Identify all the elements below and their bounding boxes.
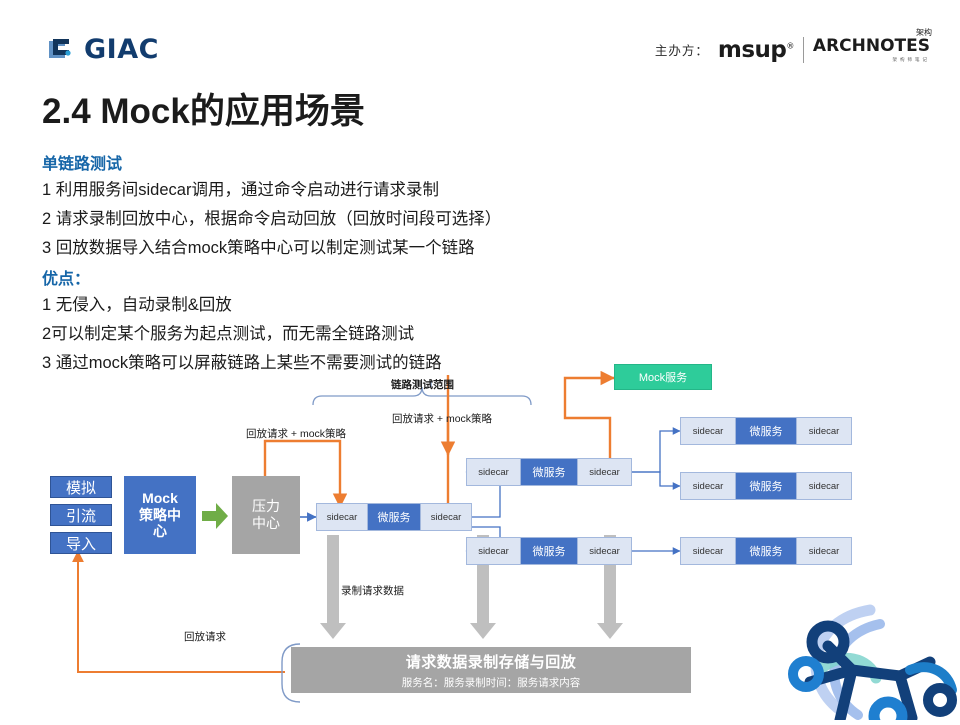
giac-logo: GIAC (44, 32, 159, 66)
sidecar-right: sidecar (797, 538, 851, 564)
label-replay-mock-1: 回放请求 + mock策略 (246, 428, 347, 440)
microservice-group-entry[interactable]: sidecar 微服务 sidecar (316, 503, 472, 531)
section-heading-single-chain: 单链路测试 (42, 156, 123, 173)
request-store-box[interactable]: 请求数据录制存储与回放 服务名：服务录制时间：服务请求内容 (291, 647, 691, 693)
microservice-group-right-1[interactable]: sidecar 微服务 sidecar (680, 417, 852, 445)
green-arrow-icon (201, 502, 229, 530)
sidecar-left: sidecar (317, 504, 367, 530)
sidecar-right: sidecar (578, 459, 631, 485)
divider (520, 538, 521, 564)
label-replay-request: 回放请求 (184, 631, 226, 643)
divider (577, 538, 578, 564)
pressure-center-line-2: 中心 (252, 515, 280, 531)
sidecar-right: sidecar (797, 418, 851, 444)
sidecar-left: sidecar (467, 538, 520, 564)
msup-logo: msup® (718, 37, 794, 63)
divider (735, 473, 736, 499)
sidecar-left: sidecar (681, 538, 735, 564)
divider (367, 504, 368, 530)
microservice-core: 微服务 (736, 418, 796, 444)
section-2-line-3: 3 通过mock策略可以屏蔽链路上某些不需要测试的链路 (42, 354, 442, 372)
archnotes-logo: 架构 ARCHNOTES 架构师笔记 (812, 28, 932, 63)
mock-center-line-1: Mock (142, 490, 178, 507)
store-box-title: 请求数据录制存储与回放 (405, 653, 577, 671)
mock-center-line-2: 策略中 (139, 506, 181, 523)
giac-logo-icon (44, 32, 78, 66)
microservice-group-right-3[interactable]: sidecar 微服务 sidecar (680, 537, 852, 565)
store-box-subtitle: 服务名：服务录制时间：服务请求内容 (401, 676, 581, 689)
divider (796, 418, 797, 444)
section-1-line-3: 3 回放数据导入结合mock策略中心可以制定测试某一个链路 (42, 239, 475, 257)
divider (796, 473, 797, 499)
divider (420, 504, 421, 530)
sidecar-left: sidecar (681, 473, 735, 499)
microservice-group-upper[interactable]: sidecar 微服务 sidecar (466, 458, 632, 486)
microservice-group-right-2[interactable]: sidecar 微服务 sidecar (680, 472, 852, 500)
sidecar-left: sidecar (467, 459, 520, 485)
label-record-request-data: 录制请求数据 (341, 585, 404, 597)
giac-logo-text: GIAC (84, 33, 159, 65)
input-tag-simulate[interactable]: 模拟 (50, 476, 112, 498)
section-heading-advantages: 优点： (42, 271, 91, 288)
sponsor-label: 主办方： (654, 44, 709, 58)
label-test-scope: 链路测试范围 (391, 379, 454, 391)
divider (577, 459, 578, 485)
archnotes-main-text: ARCHNOTES (812, 36, 930, 56)
divider (520, 459, 521, 485)
section-1-line-2: 2 请求录制回放中心，根据命令启动回放（回放时间段可选择） (42, 210, 502, 228)
sponsor-block: 主办方： msup® 架构 ARCHNOTES 架构师笔记 (654, 28, 932, 63)
archnotes-sub-text: 架构师笔记 (892, 57, 930, 62)
mock-center-line-3: 心 (153, 523, 167, 540)
microservice-core: 微服务 (521, 538, 577, 564)
page-title: 2.4 Mock的应用场景 (42, 92, 365, 131)
msup-registered-mark: ® (786, 40, 794, 50)
msup-text: msup (717, 36, 787, 63)
sidecar-right: sidecar (797, 473, 851, 499)
microservice-core: 微服务 (736, 538, 796, 564)
sponsor-divider (802, 36, 804, 63)
microservice-core: 微服务 (368, 504, 420, 530)
section-1-line-1: 1 利用服务间sidecar调用，通过命令启动进行请求录制 (42, 181, 439, 199)
sidecar-left: sidecar (681, 418, 735, 444)
mock-strategy-center[interactable]: Mock 策略中 心 (124, 476, 196, 554)
mock-service-node[interactable]: Mock服务 (614, 364, 712, 390)
label-replay-mock-2: 回放请求 + mock策略 (392, 413, 493, 425)
microservice-core: 微服务 (736, 473, 796, 499)
input-tag-traffic[interactable]: 引流 (50, 504, 112, 526)
section-2-line-1: 1 无侵入，自动录制&回放 (42, 296, 232, 314)
microservice-core: 微服务 (521, 459, 577, 485)
divider (735, 418, 736, 444)
divider (796, 538, 797, 564)
sidecar-right: sidecar (578, 538, 631, 564)
pressure-center[interactable]: 压力 中心 (232, 476, 300, 554)
input-tag-import[interactable]: 导入 (50, 532, 112, 554)
divider (735, 538, 736, 564)
archnotes-cn-text: 架构 (916, 28, 932, 37)
section-2-line-2: 2可以制定某个服务为起点测试，而无需全链路测试 (42, 325, 415, 343)
pressure-center-line-1: 压力 (252, 498, 280, 515)
microservice-group-lower[interactable]: sidecar 微服务 sidecar (466, 537, 632, 565)
sidecar-right: sidecar (421, 504, 471, 530)
